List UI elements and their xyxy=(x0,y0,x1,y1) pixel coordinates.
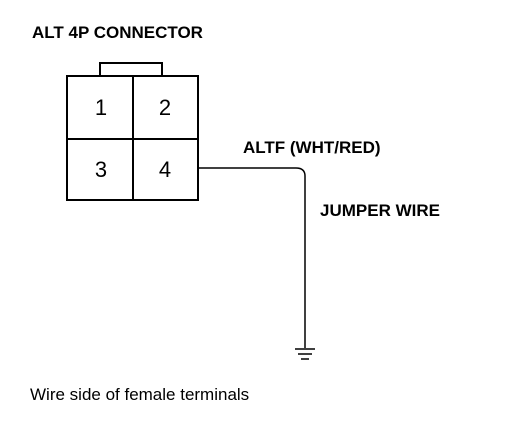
diagram-title: ALT 4P CONNECTOR xyxy=(32,23,203,42)
jumper-wire-label: JUMPER WIRE xyxy=(320,201,440,220)
pin-4: 4 xyxy=(159,157,171,182)
pin-1: 1 xyxy=(95,95,107,120)
pin-3: 3 xyxy=(95,157,107,182)
wire-label: ALTF (WHT/RED) xyxy=(243,138,381,157)
connector-lock-tab xyxy=(99,62,163,76)
ground-icon xyxy=(295,348,315,360)
diagram-caption: Wire side of female terminals xyxy=(30,385,249,404)
pin-2: 2 xyxy=(159,95,171,120)
jumper-wire xyxy=(198,167,306,348)
